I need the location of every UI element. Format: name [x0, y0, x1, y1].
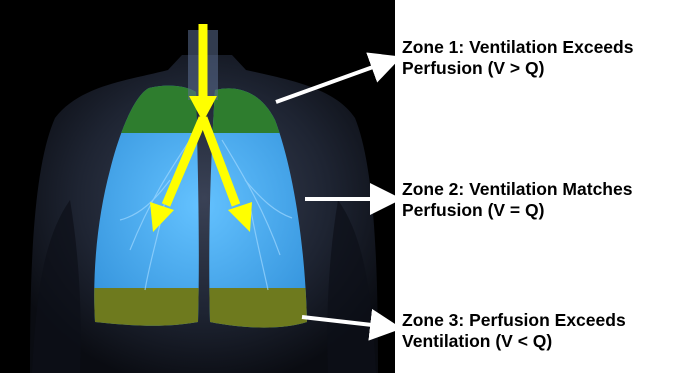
zone3-label-line2: Ventilation (V < Q): [402, 331, 682, 352]
zone1-label: Zone 1: Ventilation Exceeds Perfusion (V…: [402, 37, 682, 79]
zone3-label-line1: Zone 3: Perfusion Exceeds: [402, 310, 682, 331]
zone2-label: Zone 2: Ventilation Matches Perfusion (V…: [402, 179, 682, 221]
zone2-label-line1: Zone 2: Ventilation Matches: [402, 179, 682, 200]
zone2-label-line2: Perfusion (V = Q): [402, 200, 682, 221]
zone1-label-line2: Perfusion (V > Q): [402, 58, 682, 79]
zone3-label: Zone 3: Perfusion Exceeds Ventilation (V…: [402, 310, 682, 352]
zone1-label-line1: Zone 1: Ventilation Exceeds: [402, 37, 682, 58]
